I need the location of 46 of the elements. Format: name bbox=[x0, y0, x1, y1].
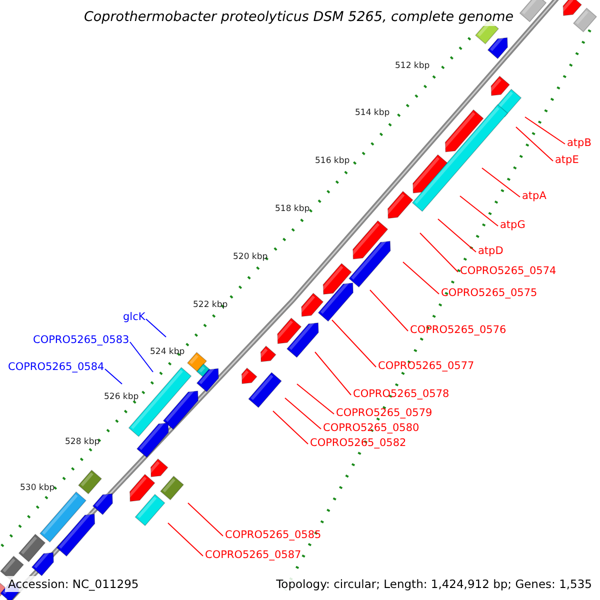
leader-line bbox=[146, 318, 166, 338]
leader-line bbox=[130, 342, 154, 372]
gene-label: COPRO5265_0574 bbox=[460, 265, 556, 278]
leader-line bbox=[438, 218, 476, 252]
tick-label: 518 kbp bbox=[275, 204, 310, 214]
tick-label: 528 kbp bbox=[65, 437, 100, 447]
leader-line bbox=[370, 290, 408, 332]
gene-label: atpB bbox=[567, 137, 592, 150]
tick-label: 514 kbp bbox=[355, 108, 390, 118]
leader-line bbox=[168, 522, 204, 556]
leader-line bbox=[296, 384, 334, 414]
leader-line bbox=[284, 398, 322, 430]
tick-label: 526 kbp bbox=[104, 392, 139, 402]
tick-label: 512 kbp bbox=[395, 61, 430, 71]
leader-line bbox=[402, 262, 440, 294]
leader-line bbox=[272, 410, 308, 444]
gene-label: COPRO5265_0584 bbox=[8, 361, 104, 374]
leader-line bbox=[516, 126, 554, 162]
tick-label: 530 kbp bbox=[20, 483, 55, 493]
leader-line bbox=[188, 502, 224, 536]
tick-label: 522 kbp bbox=[193, 300, 228, 310]
leader-line bbox=[482, 168, 520, 198]
gene-label: atpA bbox=[522, 190, 546, 203]
gene-label: COPRO5265_0578 bbox=[353, 388, 450, 401]
gene-label: COPRO5265_0577 bbox=[378, 360, 474, 373]
gene-label: COPRO5265_0575 bbox=[441, 287, 538, 300]
gene-label: COPRO5265_0580 bbox=[323, 422, 420, 435]
gene-label: COPRO5265_0579 bbox=[336, 407, 432, 420]
leader-line bbox=[460, 196, 498, 226]
leader-line bbox=[524, 116, 566, 144]
leader-line bbox=[104, 368, 122, 384]
tick-label: 524 kbp bbox=[150, 347, 185, 357]
gene-label: COPRO5265_0587 bbox=[205, 549, 302, 562]
gene-label: COPRO5265_0585 bbox=[225, 529, 322, 542]
tick-label: 516 kbp bbox=[315, 156, 350, 166]
tick-label: 520 kbp bbox=[233, 252, 268, 262]
gene-label: COPRO5265_0582 bbox=[310, 437, 406, 450]
leader-line bbox=[332, 320, 376, 368]
gene-label: glcK bbox=[123, 311, 146, 324]
leader-line bbox=[314, 352, 352, 396]
leader-line bbox=[420, 232, 458, 272]
gene-label: atpE bbox=[555, 154, 579, 167]
gene-label: COPRO5265_0583 bbox=[33, 334, 130, 347]
gene-label: atpG bbox=[500, 219, 526, 232]
gene-label: COPRO5265_0576 bbox=[410, 324, 506, 337]
gene-label: atpD bbox=[478, 245, 504, 258]
